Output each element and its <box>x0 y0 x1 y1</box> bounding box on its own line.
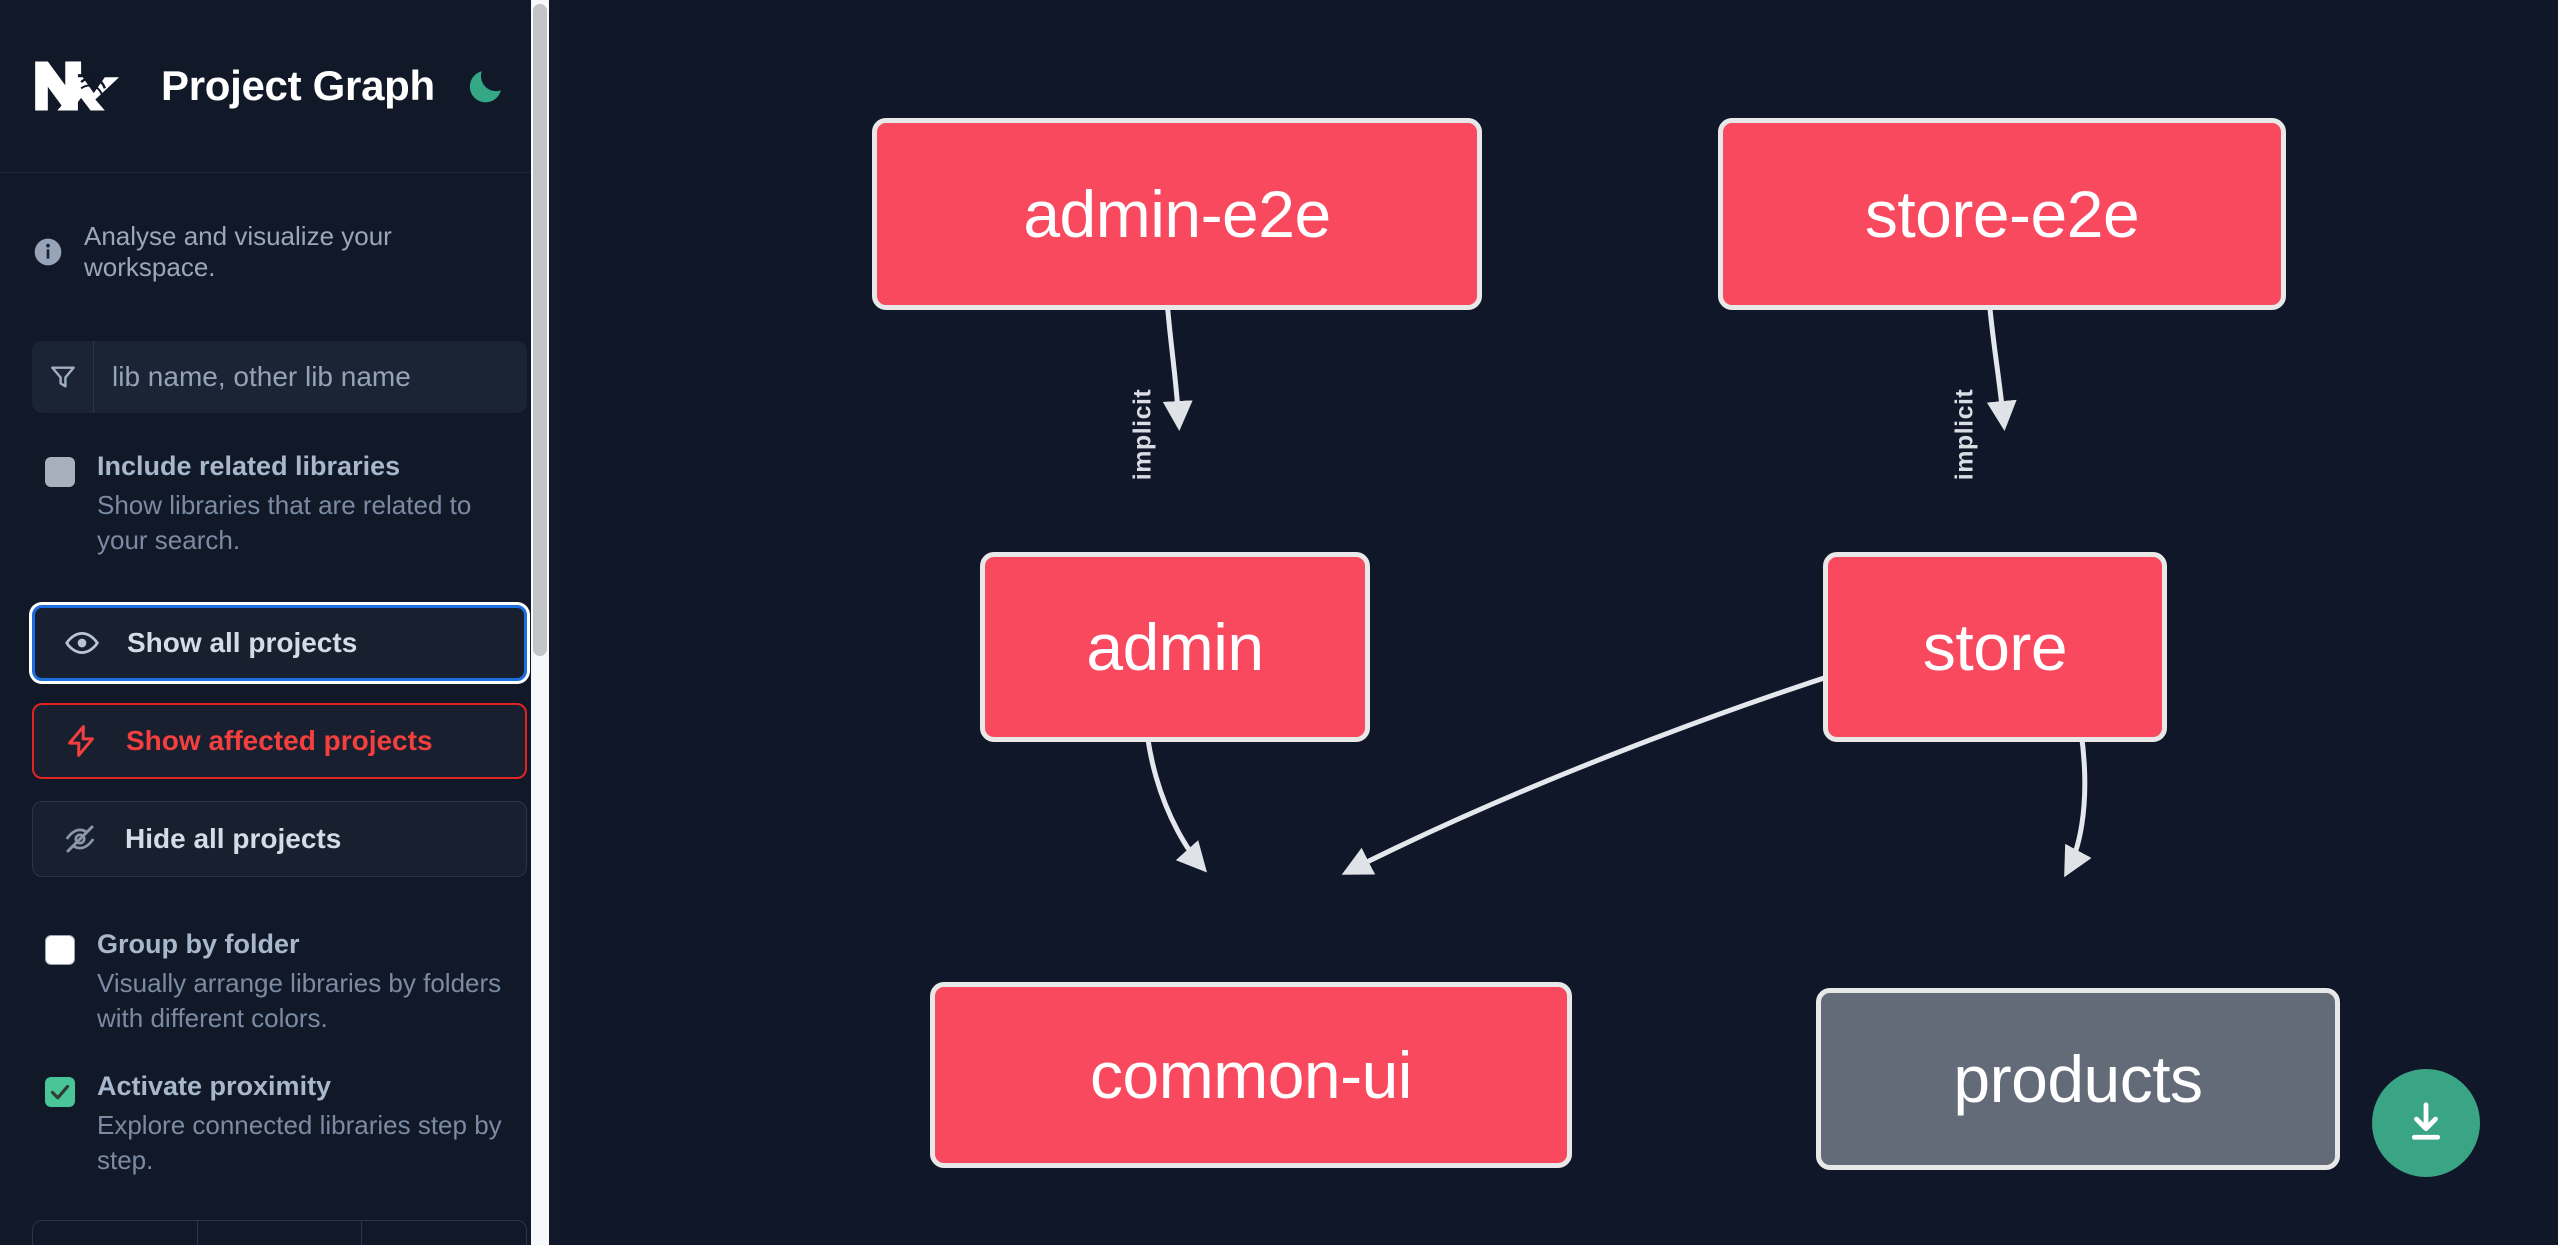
search-filter-row <box>32 341 527 413</box>
filter-icon <box>32 341 94 413</box>
checkbox-activate-proximity[interactable]: Activate proximity Explore connected lib… <box>45 1071 527 1179</box>
graph-node-products[interactable]: products <box>1816 988 2340 1170</box>
node-label: common-ui <box>1090 1038 1412 1112</box>
graph-node-store-e2e[interactable]: store-e2e <box>1718 118 2286 310</box>
edge-label-store-implicit: implicit <box>1950 388 1979 481</box>
node-label: admin-e2e <box>1023 177 1331 251</box>
sidebar: Project Graph Analyse and visualize your… <box>0 0 559 1245</box>
checkbox-box[interactable] <box>45 1076 75 1107</box>
graph-node-common-ui[interactable]: common-ui <box>930 982 1572 1168</box>
segment-3[interactable] <box>362 1221 526 1245</box>
node-label: admin <box>1086 610 1264 684</box>
graph-canvas[interactable]: admin-e2e store-e2e admin store common-u… <box>559 0 2558 1245</box>
hide-all-projects-button[interactable]: Hide all projects <box>32 800 527 877</box>
sidebar-edge <box>549 0 559 1245</box>
checkbox-include-related-libraries[interactable]: Include related libraries Show libraries… <box>45 451 527 559</box>
button-label: Show affected projects <box>126 724 433 756</box>
lightning-icon <box>62 722 100 760</box>
checkbox-group-by-folder[interactable]: Group by folder Visually arrange librari… <box>45 929 527 1037</box>
checkbox-description: Show libraries that are related to your … <box>97 490 472 556</box>
sidebar-scrollbar[interactable] <box>531 0 549 1245</box>
checkbox-label: Include related libraries <box>97 451 401 481</box>
checkbox-description: Visually arrange libraries by folders wi… <box>97 967 502 1034</box>
nx-logo <box>32 58 127 114</box>
sidebar-tagline: Analyse and visualize your workspace. <box>0 173 559 283</box>
page-title: Project Graph <box>161 62 435 109</box>
show-all-projects-button[interactable]: Show all projects <box>32 604 527 681</box>
show-affected-projects-button[interactable]: Show affected projects <box>32 702 527 779</box>
checkbox-description: Explore connected libraries step by step… <box>97 1109 502 1175</box>
search-input[interactable] <box>94 341 527 413</box>
segment-1[interactable] <box>33 1221 198 1245</box>
eye-icon <box>63 624 101 662</box>
tagline-text: Analyse and visualize your workspace. <box>84 221 392 282</box>
graph-node-admin-e2e[interactable]: admin-e2e <box>872 118 1482 310</box>
edge-label-admin-implicit: implicit <box>1128 388 1157 481</box>
segment-2[interactable] <box>198 1221 363 1245</box>
sidebar-scrollbar-thumb[interactable] <box>533 4 547 656</box>
project-visibility-buttons: Show all projects Show affected projects <box>32 604 527 877</box>
node-label: store <box>1922 610 2068 684</box>
node-label: products <box>1953 1042 2203 1116</box>
node-label: store-e2e <box>1864 177 2140 251</box>
checkbox-label: Group by folder <box>97 928 300 959</box>
info-icon <box>32 236 64 268</box>
checkbox-box[interactable] <box>45 457 75 487</box>
checkbox-box[interactable] <box>45 934 75 965</box>
graph-node-admin[interactable]: admin <box>980 552 1370 742</box>
button-label: Hide all projects <box>125 822 342 854</box>
checkbox-label: Activate proximity <box>97 1070 332 1101</box>
button-label: Show all projects <box>127 626 358 658</box>
graph-node-store[interactable]: store <box>1823 552 2167 742</box>
segmented-control[interactable] <box>32 1220 527 1245</box>
sidebar-header: Project Graph <box>0 0 559 173</box>
moon-icon[interactable] <box>463 63 509 109</box>
eye-off-icon <box>61 820 99 858</box>
download-graph-button[interactable] <box>2372 1069 2480 1177</box>
